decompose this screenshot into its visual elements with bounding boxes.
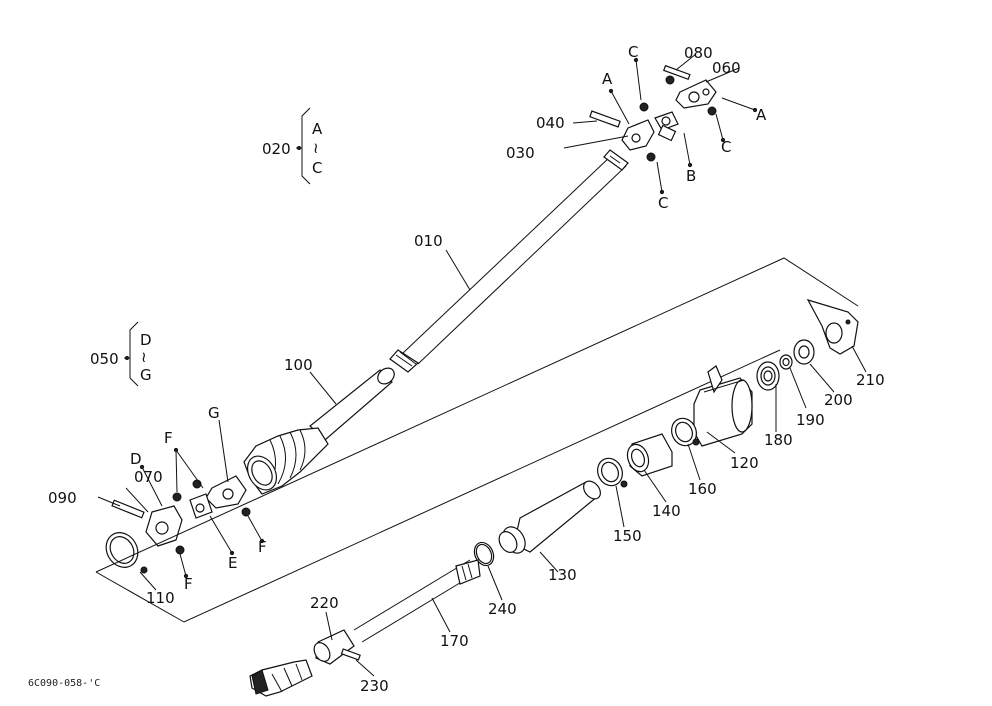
- label-170: 170: [440, 632, 469, 650]
- label-110: 110: [146, 589, 175, 607]
- group-bracket-050: 050 D ≀ G: [90, 321, 152, 387]
- lower-universal-joint: [105, 475, 251, 574]
- label-130: 130: [548, 566, 577, 584]
- letter-labels: A A B C C C D E F F F G: [130, 43, 767, 593]
- label-120: 120: [730, 454, 759, 472]
- label-080: 080: [684, 44, 713, 62]
- group-020-top: A: [312, 120, 323, 138]
- label-220: 220: [310, 594, 339, 612]
- group-020-bottom: C: [312, 159, 322, 177]
- assembly-outline: [95, 257, 859, 623]
- label-200: 200: [824, 391, 853, 409]
- letter-C-2: C: [721, 138, 731, 156]
- drawing-code: 6C090-058-'C: [28, 678, 100, 689]
- label-060: 060: [712, 59, 741, 77]
- label-100: 100: [284, 356, 313, 374]
- label-140: 140: [652, 502, 681, 520]
- group-050-bottom: G: [140, 366, 152, 384]
- lower-column-parts: [249, 299, 859, 697]
- label-090: 090: [48, 489, 77, 507]
- letter-C-1: C: [628, 43, 638, 61]
- letter-A-2: A: [756, 106, 767, 124]
- letter-D: D: [130, 450, 142, 468]
- group-020-sep: ≀: [313, 139, 319, 157]
- label-010: 010: [414, 232, 443, 250]
- column-tube-100: [243, 367, 395, 495]
- letter-F-3: F: [184, 575, 193, 593]
- label-030: 030: [506, 144, 535, 162]
- letter-E: E: [228, 554, 237, 572]
- label-230: 230: [360, 677, 389, 695]
- letter-F-2: F: [258, 538, 267, 556]
- label-160: 160: [688, 480, 717, 498]
- letter-F-1: F: [164, 429, 173, 447]
- label-240: 240: [488, 600, 517, 618]
- label-190: 190: [796, 411, 825, 429]
- group-050-top: D: [140, 331, 152, 349]
- letter-A-1: A: [602, 70, 613, 88]
- label-070: 070: [134, 468, 163, 486]
- steering-shaft-010: [389, 149, 629, 373]
- leader-lines: [97, 53, 867, 677]
- group-050-number: 050: [90, 350, 119, 368]
- letter-C-3: C: [658, 194, 668, 212]
- group-020-number: 020: [262, 140, 291, 158]
- upper-universal-joint: [589, 64, 717, 162]
- label-180: 180: [764, 431, 793, 449]
- label-210: 210: [856, 371, 885, 389]
- group-bracket-020: 020 A ≀ C: [262, 107, 323, 185]
- letter-B: B: [686, 167, 696, 185]
- letter-G: G: [208, 404, 220, 422]
- group-050-sep: ≀: [141, 348, 147, 366]
- leader-dots: [139, 57, 758, 579]
- label-150: 150: [613, 527, 642, 545]
- label-040: 040: [536, 114, 565, 132]
- part-labels: 010 030 040 060 070 080 090 100 110 120 …: [48, 44, 885, 695]
